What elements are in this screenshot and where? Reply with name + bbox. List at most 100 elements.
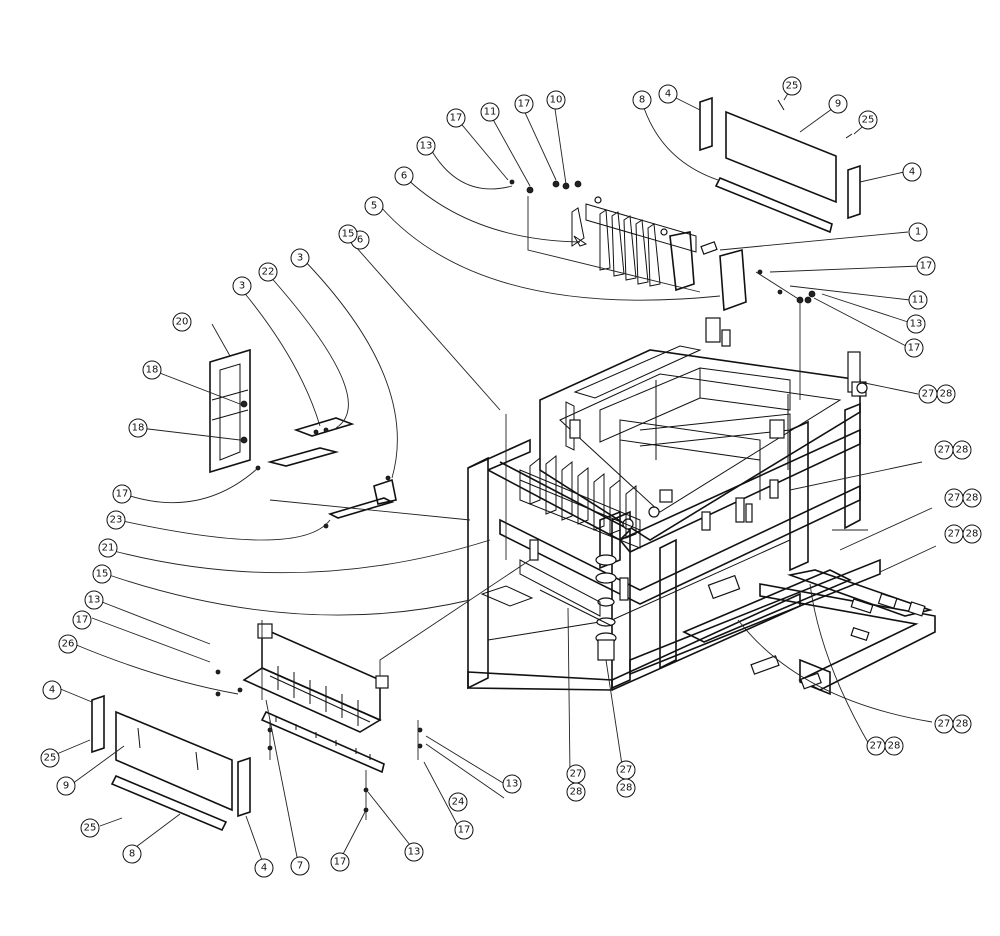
svg-text:7: 7 [297,861,303,872]
callout-15: 15 [92,564,112,584]
svg-text:5: 5 [371,201,377,212]
callout-27: 27 [616,760,636,780]
svg-text:10: 10 [550,95,563,106]
svg-text:17: 17 [450,113,463,124]
svg-text:28: 28 [966,493,979,504]
cutter-fingers [519,454,641,549]
svg-text:17: 17 [334,857,347,868]
callout-4: 4 [42,680,62,700]
callout-20: 20 [172,312,192,332]
callout-11: 11 [480,102,500,122]
svg-text:28: 28 [888,741,901,752]
svg-text:24: 24 [452,797,465,808]
svg-text:27: 27 [948,529,961,540]
callout-17: 17 [72,610,92,630]
svg-text:28: 28 [966,529,979,540]
callout-13: 13 [502,774,522,794]
main-frame [467,402,936,696]
svg-text:28: 28 [956,445,969,456]
callout-26: 26 [58,634,78,654]
callout-15: 15 [338,224,358,244]
callout-5: 5 [364,196,384,216]
callout-27: 27 [918,384,938,404]
callout-6: 6 [394,166,414,186]
svg-text:25: 25 [84,823,97,834]
svg-text:15: 15 [96,569,109,580]
callout-27: 27 [934,440,954,460]
callout-27: 27 [934,714,954,734]
callout-27: 27 [566,764,586,784]
assembly-lines [261,196,868,820]
svg-text:26: 26 [62,639,75,650]
svg-text:18: 18 [132,423,145,434]
callout-28: 28 [616,778,636,798]
callout-17: 17 [446,108,466,128]
callout-4: 4 [658,84,678,104]
callout-9: 9 [828,94,848,114]
svg-text:20: 20 [176,317,189,328]
svg-text:9: 9 [835,99,841,110]
callout-28: 28 [952,714,972,734]
upper-mechanism [519,317,868,549]
callout-4: 4 [902,162,922,182]
finger-assembly-exploded [509,179,816,312]
svg-text:25: 25 [786,81,799,92]
svg-text:17: 17 [458,825,471,836]
svg-text:22: 22 [262,267,275,278]
svg-text:8: 8 [129,849,135,860]
callout-1: 1 [908,222,928,242]
svg-text:11: 11 [912,295,925,306]
callout-13: 13 [416,136,436,156]
callout-22: 22 [258,262,278,282]
svg-text:17: 17 [76,615,89,626]
callout-7: 7 [290,856,310,876]
svg-text:18: 18 [146,365,159,376]
svg-text:17: 17 [518,99,531,110]
svg-text:25: 25 [862,115,875,126]
svg-text:6: 6 [401,171,407,182]
callout-17: 17 [916,256,936,276]
callout-25: 25 [80,818,100,838]
callout-28: 28 [962,524,982,544]
callout-3: 3 [290,248,310,268]
callout-25: 25 [858,110,878,130]
svg-text:27: 27 [938,719,951,730]
svg-text:27: 27 [922,389,935,400]
svg-text:3: 3 [239,281,245,292]
svg-text:17: 17 [920,261,933,272]
callout-8: 8 [632,90,652,110]
svg-text:9: 9 [63,781,69,792]
callout-24: 24 [448,792,468,812]
callout-28: 28 [566,782,586,802]
callout-3: 3 [232,276,252,296]
callout-28: 28 [936,384,956,404]
svg-text:13: 13 [420,141,433,152]
callout-25: 25 [782,76,802,96]
callout-4: 4 [254,858,274,878]
svg-text:27: 27 [870,741,883,752]
svg-text:17: 17 [908,343,921,354]
callout-27: 27 [944,524,964,544]
svg-text:1: 1 [915,227,921,238]
callout-18: 18 [142,360,162,380]
svg-text:4: 4 [49,685,55,696]
svg-text:25: 25 [44,753,57,764]
left-brackets [255,417,397,529]
svg-text:27: 27 [938,445,951,456]
callout-11: 11 [908,290,928,310]
svg-text:28: 28 [570,787,583,798]
callout-9: 9 [56,776,76,796]
svg-text:27: 27 [620,765,633,776]
svg-text:28: 28 [940,389,953,400]
callout-13: 13 [906,314,926,334]
callout-28: 28 [952,440,972,460]
callout-17: 17 [454,820,474,840]
callout-8: 8 [122,844,142,864]
svg-text:11: 11 [484,107,497,118]
svg-text:15: 15 [342,229,355,240]
lower-tray [242,623,389,774]
callout-28: 28 [884,736,904,756]
callout-21: 21 [98,538,118,558]
svg-text:3: 3 [297,253,303,264]
